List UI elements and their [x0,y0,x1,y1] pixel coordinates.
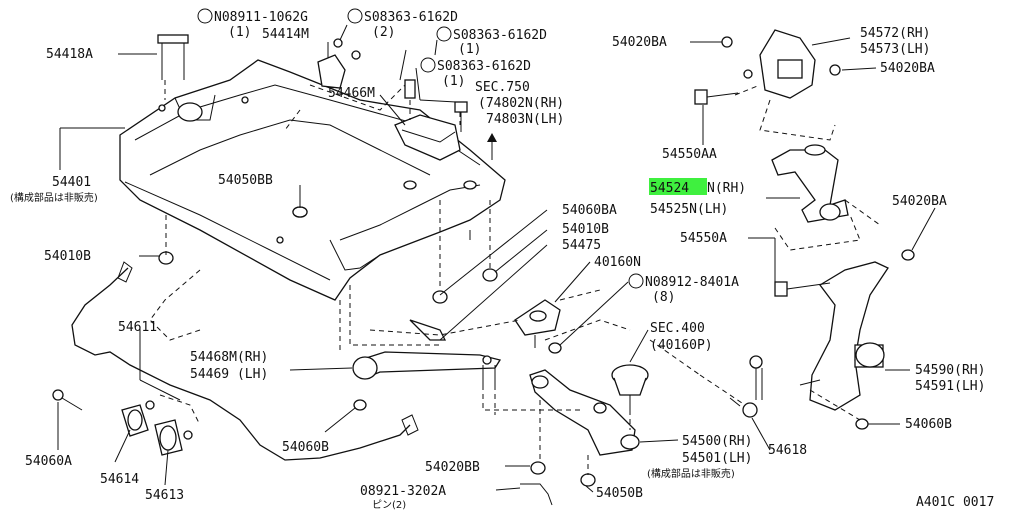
label-54613: 54613 [145,488,184,503]
label-54010b-mid: 54010B [562,222,609,237]
part-labels: 54418A N08911-1062G (1) 54414M S08363-61… [10,8,994,510]
label-74803n: 74803N(LH) [486,112,564,127]
label-54010b-left: 54010B [44,249,91,264]
pin-08921 [520,483,553,506]
upper-link-54524n [771,144,849,223]
label-54050b: 54050B [596,486,643,501]
label-s08363-2: S08363-6162D [453,28,547,43]
arrow-sec750 [487,133,497,160]
label-54618: 54618 [768,443,807,458]
label-n08911: N08911-1062G [214,10,308,25]
circle-n-icon [197,8,213,24]
label-54060ba: 54060BA [562,203,617,218]
lower-link-54500 [529,369,640,456]
label-s08363-2-qty: (1) [458,42,481,57]
diagram-id: A401C 0017 [916,495,994,510]
tension-rod-54468m [352,351,502,385]
label-sec400: SEC.400 [650,321,705,336]
nut-54050b [580,473,596,487]
label-54501-note: (構成部品は非販売) [647,467,735,480]
crossmember-bolts [404,79,468,132]
bolts-54418a [157,34,189,80]
nut-54060b-left [353,399,367,411]
label-s08363-3-qty: (1) [442,74,465,89]
label-n08912: N08912-8401A [645,275,739,290]
label-54572: 54572(RH) [860,26,930,41]
label-sec750: SEC.750 [475,80,530,95]
bolt-54060a [52,389,83,411]
label-54550aa: 54550AA [662,147,717,162]
bushing-54613 [154,419,183,456]
nut-n08912 [548,342,562,354]
label-54525n: 54525N(LH) [650,202,728,217]
nut-54020bb [530,461,546,475]
label-s08363-3: S08363-6162D [437,59,531,74]
circle-s-icon [347,8,363,24]
nut-54050bb [292,206,308,218]
bolts-bushing [145,400,193,440]
label-54475: 54475 [562,238,601,253]
label-54050bb: 54050BB [218,173,273,188]
stabilizer-link-54618 [729,355,763,418]
label-54590: 54590(RH) [915,363,985,378]
label-54060b-left: 54060B [282,440,329,455]
mount-54572 [721,29,841,99]
label-08921: 08921-3202A [360,484,446,499]
label-40160n: 40160N [594,255,641,270]
label-n08911-qty: (1) [228,25,251,40]
label-08921-note: ピン(2) [372,499,406,510]
label-54614: 54614 [100,472,139,487]
label-54060a: 54060A [25,454,72,469]
label-54020bb: 54020BB [425,460,480,475]
knuckle-sec400 [611,364,649,410]
nut-54010b-mid [482,268,498,282]
label-54020ba-right: 54020BA [880,61,935,76]
label-s08363-1: S08363-6162D [364,10,458,25]
label-54500: 54500(RH) [682,434,752,449]
knuckle-54590 [799,261,889,411]
bolt-54475 [409,319,447,341]
label-54468m: 54468M(RH) [190,350,268,365]
bracket-54475 [514,299,561,348]
insulator-54466m [394,114,461,161]
circle-n-icon [628,273,644,289]
label-54524n-suffix: N(RH) [707,181,746,196]
bolt-54550a [774,281,831,297]
circle-s-icon [420,57,436,73]
label-54401-note: (構成部品は非販売) [10,191,98,204]
label-s08363-1-qty: (2) [372,25,395,40]
bushing-54614 [121,404,149,437]
label-54591: 54591(LH) [915,379,985,394]
highlight-54524n [649,178,707,195]
label-54469: 54469 (LH) [190,367,268,382]
nut-54020ba-mid [901,249,915,261]
label-54611: 54611 [118,320,157,335]
crossmember-54401 [119,59,506,301]
label-40160p: (40160P) [650,338,713,353]
label-54020ba-mid: 54020BA [892,194,947,209]
label-54060b-right: 54060B [905,417,952,432]
bolt-54550aa [694,89,739,105]
nut-54060ba [432,290,448,304]
assembly-guides [149,80,881,475]
nut-54060b-right [855,418,869,430]
label-74802n: (74802N(RH) [478,96,564,111]
leader-lines [57,24,936,493]
label-54573: 54573(LH) [860,42,930,57]
label-54501: 54501(LH) [682,451,752,466]
circle-s-icon [436,26,452,42]
label-54524n: 54524 [650,181,689,196]
stabilizer-bar-54611 [71,261,419,461]
label-54466m: 54466M [328,86,375,101]
label-n08912-qty: (8) [652,290,675,305]
label-54414m: 54414M [262,27,309,42]
label-54550a: 54550A [680,231,727,246]
bracket-54414m [317,38,361,89]
label-54020ba-top: 54020BA [612,35,667,50]
label-54401: 54401 [52,175,91,190]
label-54418a: 54418A [46,47,93,62]
